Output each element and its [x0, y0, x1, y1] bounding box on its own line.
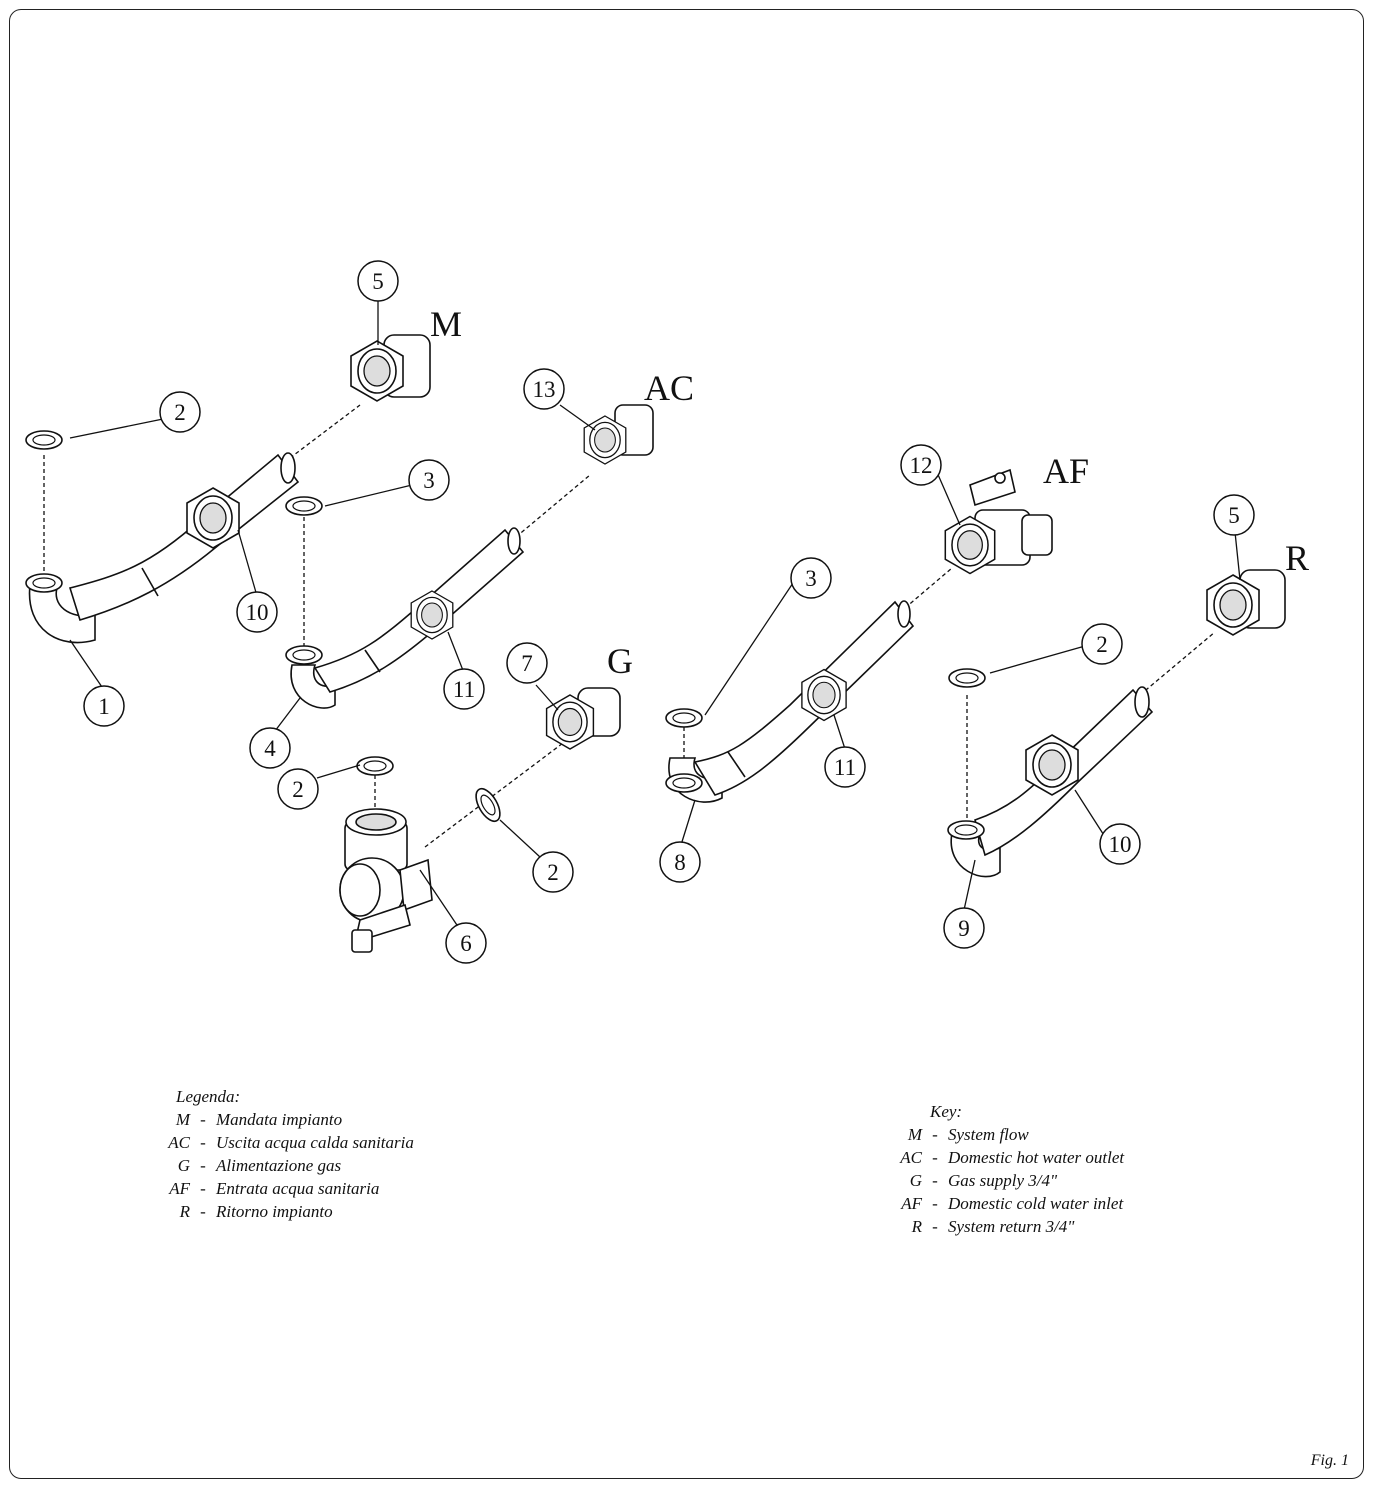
figure-frame — [9, 9, 1364, 1479]
callout-11a — [443, 668, 485, 710]
legend-row: AC-Uscita acqua calda sanitaria — [168, 1133, 414, 1152]
callout-number: 3 — [805, 566, 817, 591]
callout-number: 11 — [453, 677, 475, 702]
hot-water-pipe-assembly — [285, 527, 525, 709]
port-label-af: AF — [1043, 451, 1089, 491]
callout-9 — [943, 907, 985, 949]
callout-number: 13 — [533, 377, 556, 402]
callout-3b — [790, 557, 832, 599]
legend-row: G-Gas supply 3/4" — [909, 1171, 1058, 1190]
return-pipe-assembly — [947, 686, 1154, 878]
callout-circles — [83, 260, 1255, 964]
callout-number: 1 — [98, 694, 110, 719]
callout-number: 2 — [174, 400, 186, 425]
port-label-r: R — [1285, 538, 1309, 578]
gasket-3-b — [665, 708, 703, 728]
legend-english: Key: M-System flow AC-Domestic hot water… — [882, 1100, 1124, 1238]
port-label-m: M — [430, 304, 462, 344]
callout-number: 6 — [460, 931, 472, 956]
callout-2b — [277, 768, 319, 810]
callout-7 — [506, 642, 548, 684]
callout-10b — [1099, 823, 1141, 865]
legend-title: Legenda: — [176, 1087, 241, 1106]
fitting-13-ac — [583, 404, 654, 465]
callout-10a — [236, 591, 278, 633]
callout-number: 10 — [1109, 832, 1132, 857]
callout-2d — [1081, 623, 1123, 665]
callout-number: 7 — [521, 651, 533, 676]
flow-pipe-assembly — [25, 452, 300, 644]
callout-number: 11 — [834, 755, 856, 780]
gasket-2-e — [948, 668, 986, 688]
callout-number: 5 — [1228, 503, 1240, 528]
leader-lines — [69, 300, 1241, 938]
callout-number: 4 — [264, 736, 276, 761]
legend-italian: Legenda: M-Mandata impianto AC-Uscita ac… — [160, 1085, 414, 1223]
callout-12 — [900, 444, 942, 486]
ball-valve-12-af — [944, 468, 1053, 575]
callout-5a — [357, 260, 399, 302]
callout-11b — [824, 746, 866, 788]
callout-number: 5 — [372, 269, 384, 294]
callout-number: 12 — [910, 453, 933, 478]
legend-row: AF-Entrata acqua sanitaria — [169, 1179, 380, 1198]
gasket-3-a — [285, 496, 323, 516]
fitting-5-r — [1206, 569, 1286, 636]
legend-row: R-Ritorno impianto — [179, 1202, 333, 1221]
legend-row: AC-Domestic hot water outlet — [900, 1148, 1125, 1167]
legend-row: M-System flow — [907, 1125, 1029, 1144]
callout-2c — [532, 851, 574, 893]
gas-cock-assembly — [339, 808, 433, 953]
fitting-5-m — [350, 334, 431, 402]
callout-6 — [445, 922, 487, 964]
callout-numbers: 1 2 5 13 3 10 4 11 7 2 2 6 3 11 8 12 2 5… — [98, 269, 1240, 956]
fitting-7-g — [545, 687, 621, 750]
callout-5b — [1213, 494, 1255, 536]
callout-number: 8 — [674, 850, 686, 875]
callout-8 — [659, 841, 701, 883]
callout-2a — [159, 391, 201, 433]
port-label-ac: AC — [644, 368, 694, 408]
callout-number: 2 — [1096, 632, 1108, 657]
callout-number: 9 — [958, 916, 970, 941]
figure-label: Fig. 1 — [1310, 1452, 1349, 1469]
callout-number: 10 — [246, 600, 269, 625]
callout-1 — [83, 685, 125, 727]
port-labels: M AC G AF R — [430, 304, 1309, 681]
legend-row: AF-Domestic cold water inlet — [901, 1194, 1124, 1213]
gasket-2-a — [25, 430, 63, 450]
callout-3a — [408, 459, 450, 501]
legend-row: R-System return 3/4" — [911, 1217, 1075, 1236]
callout-4 — [249, 727, 291, 769]
port-label-g: G — [607, 641, 633, 681]
gasket-2-c — [356, 756, 394, 776]
dashed-assembly-lines — [43, 404, 1216, 848]
callout-number: 3 — [423, 468, 435, 493]
callout-number: 2 — [292, 777, 304, 802]
legend-row: G-Alimentazione gas — [177, 1156, 342, 1175]
legend-title: Key: — [930, 1102, 963, 1121]
callout-number: 2 — [547, 860, 559, 885]
callout-13 — [523, 368, 565, 410]
legend-row: M-Mandata impianto — [175, 1110, 343, 1129]
cold-water-pipe-assembly — [665, 600, 915, 803]
